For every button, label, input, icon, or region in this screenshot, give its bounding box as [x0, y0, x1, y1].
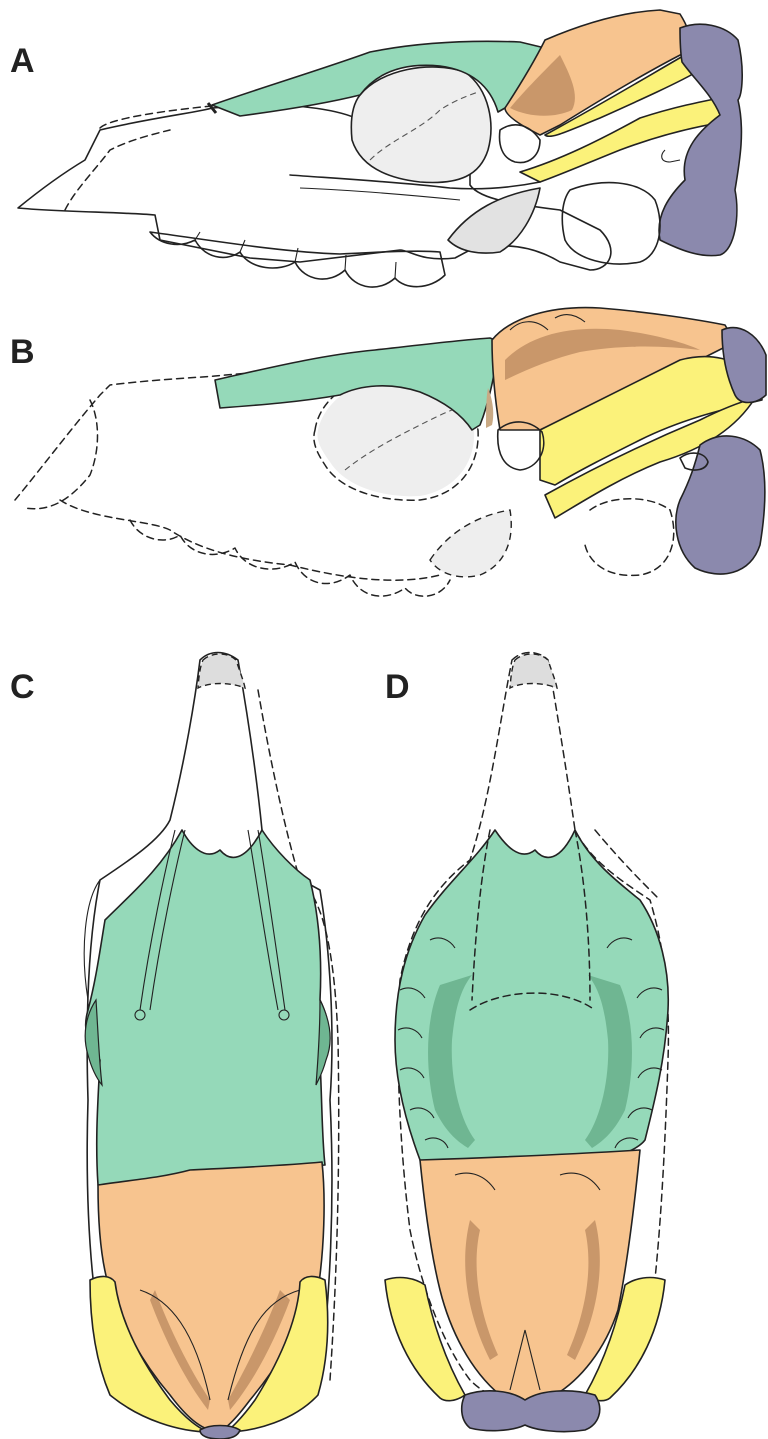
- panel-label-d: D: [385, 668, 410, 706]
- panel-c-frontal-green: [86, 830, 329, 1185]
- panel-c-occipital-purple: [200, 1426, 240, 1439]
- panel-c: C: [10, 653, 339, 1439]
- panel-b-bulla-dashed: [585, 499, 674, 576]
- panel-d: D: [385, 653, 668, 1432]
- panel-a-zygomatic-lower: [300, 188, 460, 200]
- panel-d-occipital-purple: [462, 1391, 600, 1432]
- panel-label-b: B: [10, 333, 35, 371]
- panel-b-occipital-lower: [676, 436, 765, 574]
- panel-a-teeth: [150, 232, 445, 287]
- panel-a: A: [10, 10, 742, 287]
- panel-label-c: C: [10, 668, 35, 706]
- panel-b-teeth-dashed: [130, 520, 450, 596]
- panel-b: B: [10, 308, 766, 597]
- panel-label-a: A: [10, 42, 35, 80]
- panel-a-skull-outline: [18, 105, 611, 270]
- panel-a-ear-mark: [662, 150, 680, 162]
- panel-b-frontal-shade: [486, 388, 493, 428]
- panel-a-nasal-dashed: [100, 106, 212, 128]
- panel-a-lower-grey: [448, 188, 540, 253]
- panel-a-tooth-lines: [195, 232, 396, 278]
- panel-b-lower-grey: [430, 510, 511, 577]
- panel-a-snout-dashed: [65, 130, 170, 210]
- panel-d-nasal-grey: [510, 654, 557, 688]
